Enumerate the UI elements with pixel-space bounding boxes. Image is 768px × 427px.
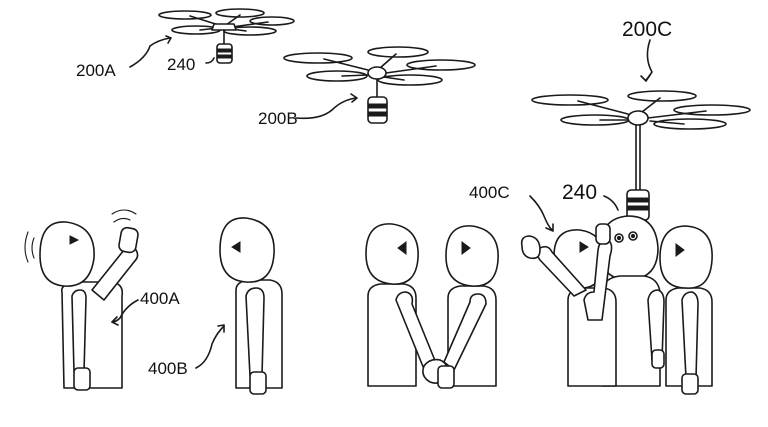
label-240-c: 240 (562, 181, 597, 204)
person-400a (24, 209, 139, 391)
couple-holding-hands (365, 223, 499, 389)
drone-200b-payload (367, 96, 388, 124)
label-400b: 400B (148, 359, 188, 378)
person-400b (219, 217, 283, 395)
label-240-a: 240 (167, 55, 195, 74)
label-200c: 200C (622, 18, 672, 41)
payload-240-a (216, 43, 233, 64)
leader-lines (111, 35, 653, 369)
label-200a: 200A (76, 61, 116, 80)
payload-240-c (626, 189, 650, 221)
drone-200c (531, 90, 751, 221)
label-200b: 200B (258, 109, 298, 128)
person-400c-group (520, 215, 713, 395)
drone-200a (158, 8, 295, 64)
label-400c: 400C (469, 183, 510, 202)
drone-200b (283, 46, 476, 124)
label-400a: 400A (140, 289, 180, 308)
